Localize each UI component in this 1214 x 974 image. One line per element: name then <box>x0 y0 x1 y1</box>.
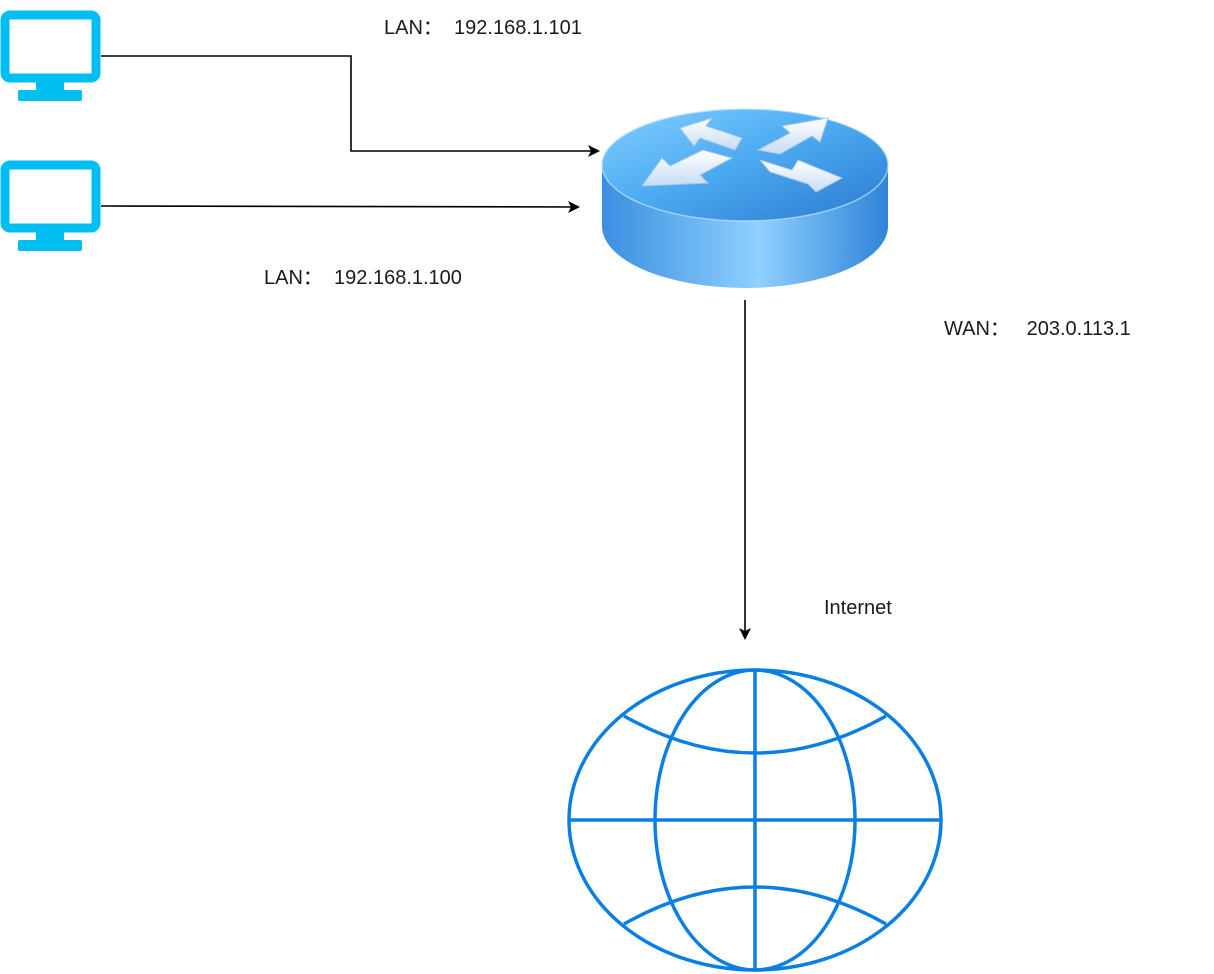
internet-globe-icon[interactable] <box>567 668 943 972</box>
computer-1-monitor-icon[interactable] <box>0 10 101 101</box>
internet-label: Internet <box>824 597 892 619</box>
wan-address-label: WAN： 203.0.113.1 <box>944 318 1131 340</box>
connector-computer-1-to-router <box>101 55 600 157</box>
lan-address-label-top: LAN： 192.168.1.101 <box>384 17 582 39</box>
router-icon[interactable] <box>601 108 889 288</box>
computer-2-monitor-icon[interactable] <box>0 160 101 251</box>
connector-computer-2-to-router <box>100 200 580 213</box>
lan-address-label-bottom: LAN： 192.168.1.100 <box>264 267 462 289</box>
